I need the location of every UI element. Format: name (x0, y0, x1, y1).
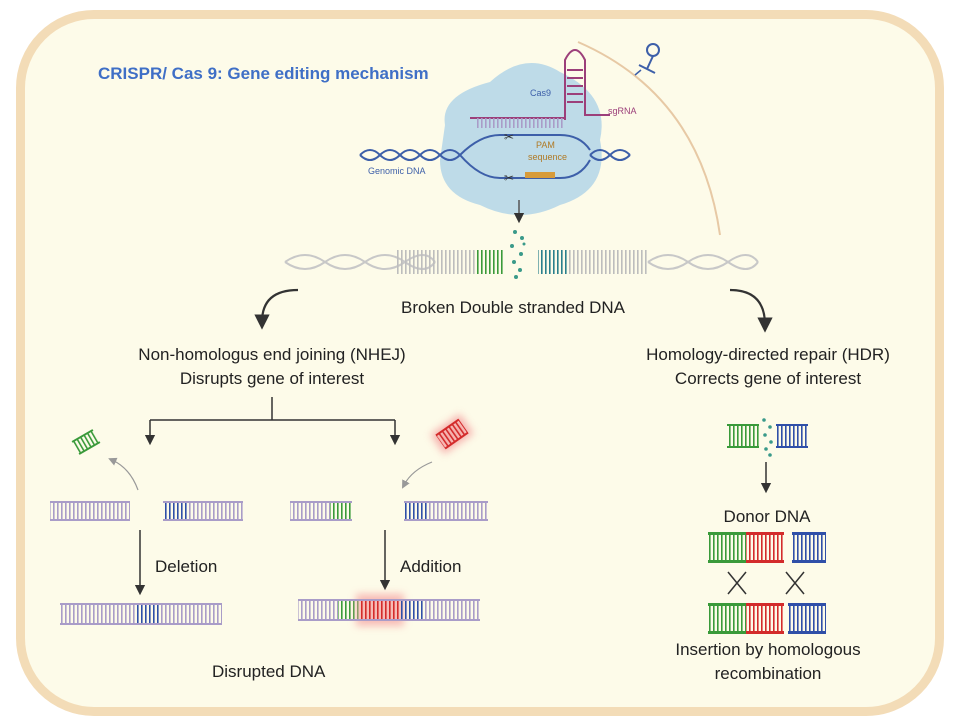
addition-label: Addition (400, 557, 462, 576)
deletion-label: Deletion (155, 557, 218, 576)
sgrna-label: sgRNA (608, 106, 637, 116)
hdr-subtitle: Corrects gene of interest (674, 369, 862, 388)
insertion-label-line2: recombination (714, 664, 822, 683)
deletion-right-fragment (163, 501, 243, 521)
deleted-fragment (71, 429, 101, 455)
deletion-result-dna (60, 603, 222, 625)
genomic-dna-right (589, 149, 631, 161)
inserted-fragment (430, 413, 474, 455)
disrupted-dna-label: Disrupted DNA (212, 662, 326, 681)
pam-sequence-label: sequence (528, 152, 568, 162)
genomic-dna-label: Genomic DNA (368, 166, 426, 176)
scissors-icon: ✂ (504, 130, 514, 144)
hdr-title: Homology-directed repair (HDR) (646, 345, 890, 364)
arrow-to-nhej (254, 288, 299, 330)
nhej-title: Non-homologus end joining (NHEJ) (138, 345, 406, 364)
crossover-marks (727, 571, 805, 595)
donor-dna-label: Donor DNA (723, 507, 811, 526)
insertion-label-line1: Insertion by homologous (675, 640, 861, 659)
phage-icon (634, 43, 660, 76)
arrow-to-hdr (729, 288, 773, 333)
membrane-arc (577, 41, 721, 236)
strand-upper (459, 134, 591, 156)
broken-dna-helix (284, 230, 759, 279)
scissors-icon: ✂ (504, 171, 514, 185)
addition-result-dna (298, 594, 480, 626)
hdr-broken-dna (727, 418, 808, 457)
genomic-dna-left (359, 149, 461, 161)
cas9-label: Cas9 (530, 88, 552, 98)
broken-dna-label: Broken Double stranded DNA (401, 298, 625, 317)
donor-dna (708, 532, 826, 563)
nhej-subtitle: Disrupts gene of interest (179, 369, 365, 388)
pam-label: PAM (536, 140, 555, 150)
addition-left-fragment (290, 501, 352, 521)
deletion-left-fragment (50, 501, 130, 521)
addition-right-fragment (404, 501, 488, 521)
diagram-title: CRISPR/ Cas 9: Gene editing mechanism (98, 64, 429, 83)
recombined-dna (708, 603, 826, 634)
